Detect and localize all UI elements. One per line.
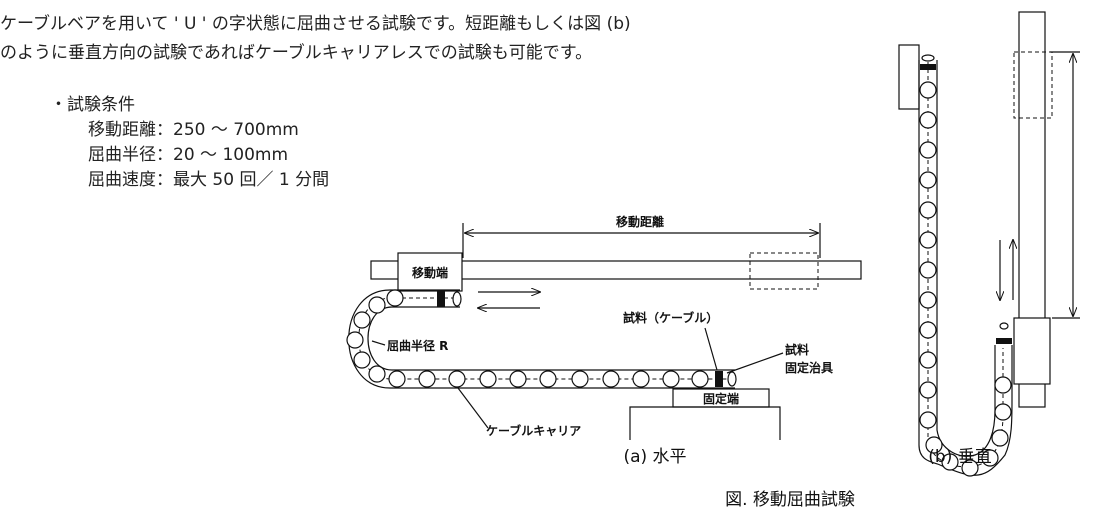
carrier-link [919,381,937,399]
carrier-link [346,331,364,349]
carrier-link [961,459,979,477]
carrier-link [691,370,709,388]
bend-radius-label: 屈曲半径 R [387,338,448,353]
carrier-link [479,370,497,388]
carrier-link [994,376,1012,394]
carrier-link [919,201,937,219]
moving-distance-label: 移動距離 [616,214,664,229]
sample-fixture-label-1: 試料 [785,342,809,357]
carrier-link [919,351,937,369]
moving-end-block [397,252,463,292]
caption-horizontal: (a) 水平 [623,447,686,467]
carrier-link [919,321,937,339]
carrier-link [353,311,371,329]
vertical-cable-end-top [921,54,935,62]
upper-position-dashed [1013,51,1053,119]
carrier-link [919,81,937,99]
fixed-base-stand [629,406,781,440]
carrier-link [368,365,386,383]
vertical-test-diagram: (b) 垂直 [898,11,1080,477]
vertical-top-fixture [920,64,936,70]
moving-end-label: 移動端 [412,265,448,280]
carrier-link [919,291,937,309]
carrier-link [509,370,527,388]
carrier-link [662,370,680,388]
carrier-link [919,111,937,129]
test-conditions: ・試験条件 移動距離：250 ～ 700mm 屈曲半径：20 ～ 100mm 屈… [50,93,329,193]
vertical-cable-end-bottom [999,322,1009,330]
carrier-link [602,370,620,388]
carrier-link [368,296,386,314]
fixed-end-label: 固定端 [703,391,739,406]
carrier-link [919,411,937,429]
carrier-link [981,449,999,467]
cable-carrier-leader [457,387,489,429]
carrier-link [539,370,557,388]
moving-end-position-dashed [749,252,819,290]
condition-bend-radius: 屈曲半径：20 ～ 100mm [88,145,289,165]
carrier-link [994,403,1012,421]
carrier-link [353,351,371,369]
sample-fixture-leader [726,352,784,374]
vertical-sample-cable-line [927,62,1004,468]
carrier-link [919,261,937,279]
carrier-link [991,429,1009,447]
condition-moving-distance: 移動距離：250 ～ 700mm [88,120,299,140]
sample-fixture [715,371,723,387]
carrier-links [346,289,709,388]
carrier-link [571,370,589,388]
guide-rail [370,260,862,280]
conditions-heading: ・試験条件 [50,95,135,115]
carrier-link [919,141,937,159]
vertical-carrier-outline-right [936,60,996,457]
intro-line-2: のように垂直方向の試験であればケーブルキャリアレスでの試験も可能です。 [0,43,593,63]
carrier-link [632,370,650,388]
cable-carrier-label: ケーブルキャリア [486,423,581,438]
bend-radius-leader [371,340,386,346]
vertical-bottom-fixture [996,338,1012,344]
carrier-link [418,370,436,388]
sample-cable-label: 試料（ケーブル） [623,310,718,325]
intro-line-1: ケーブルベアを用いて ' U ' の字状態に屈曲させる試験です。短距離もしくは図… [0,14,631,34]
figure-caption: 図. 移動屈曲試験 [725,490,855,510]
intro-text: ケーブルベアを用いて ' U ' の字状態に屈曲させる試験です。短距離もしくは図… [0,10,631,68]
vertical-carrier-links [919,81,1012,477]
carrier-link [388,370,406,388]
carrier-link [919,231,937,249]
vertical-moving-block [1013,317,1051,385]
vertical-carrier-outline-left [918,60,1013,476]
sample-fixture-label-2: 固定治具 [785,360,833,375]
vertical-fixed-block [898,44,920,110]
cable-end-moving [452,291,462,307]
carrier-link [448,370,466,388]
caption-vertical: (b) 垂直 [928,447,991,467]
cable-end-fixed [727,371,737,387]
sample-cable-leader [704,327,718,371]
moving-end-fixture [437,291,445,307]
carrier-link [941,453,959,471]
horizontal-test-diagram: 移動端 移動距離 [346,214,862,467]
condition-bend-speed: 屈曲速度：最大 50 回／ 1 分間 [88,170,330,190]
carrier-link [925,436,943,454]
carrier-outline-bottom [367,306,735,371]
carrier-link [386,289,404,307]
carrier-link [919,171,937,189]
